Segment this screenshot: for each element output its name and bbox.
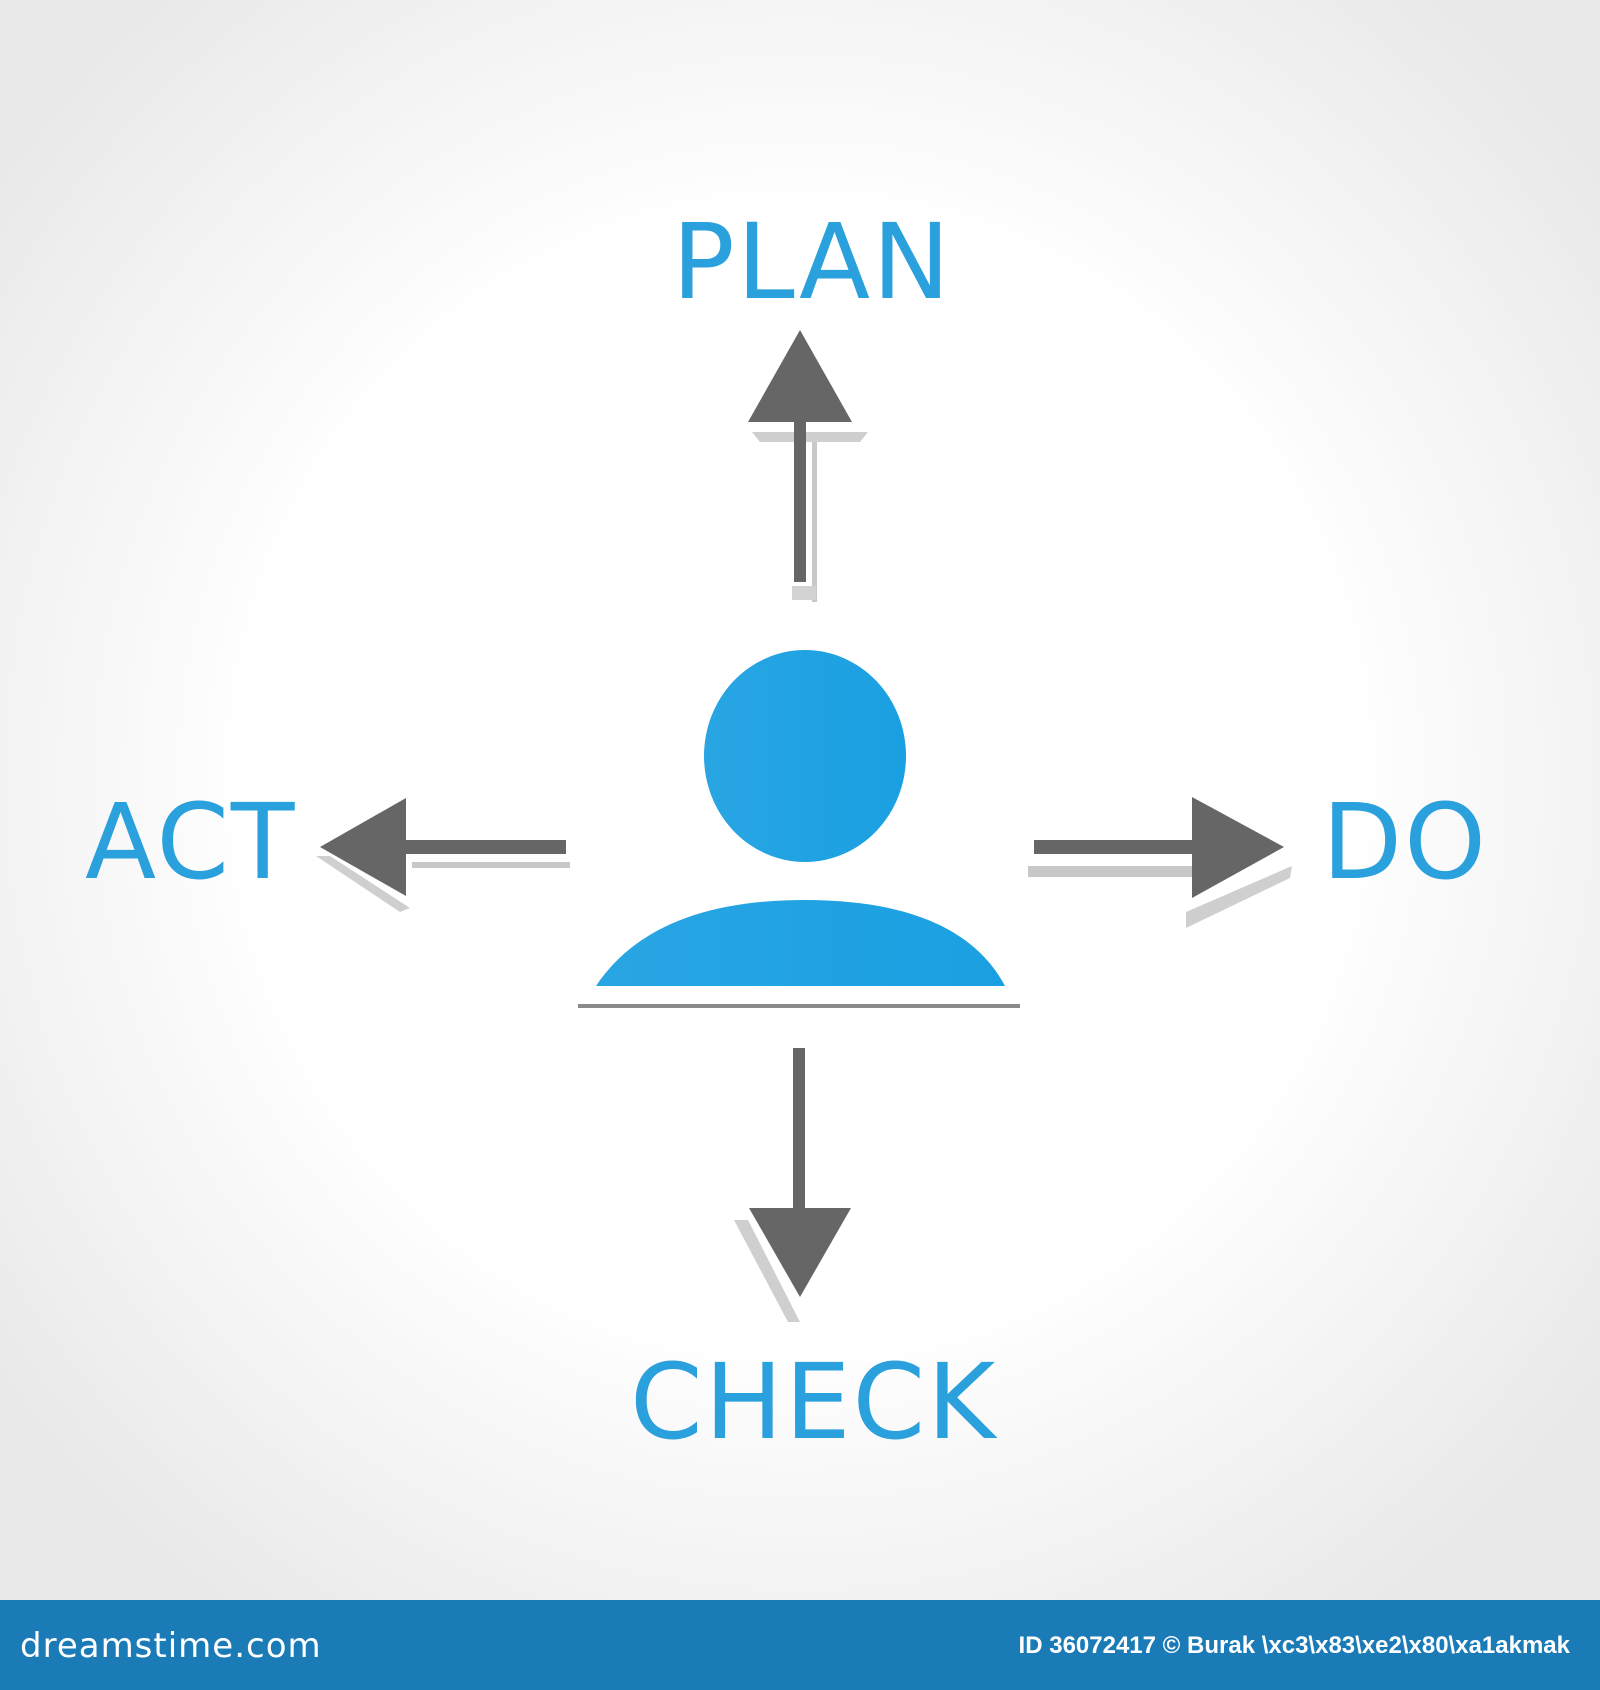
arrow-up-icon	[748, 330, 868, 602]
brand-logo-text[interactable]: dreamstime.com	[20, 1626, 322, 1666]
person-icon	[578, 650, 1020, 1008]
arrow-left-head-shadow	[316, 856, 410, 912]
arrow-up-shaft	[794, 420, 806, 582]
pdca-diagram: PLAN DO CHECK ACT	[85, 201, 1488, 1463]
image-credit: ID 36072417 © Burak \xc3\x83\xe2\x80\xa1…	[1018, 1632, 1570, 1659]
arrow-left-shadow	[412, 862, 570, 868]
person-head	[704, 650, 906, 862]
arrow-down-shaft	[793, 1048, 805, 1222]
arrow-down-head	[749, 1208, 851, 1297]
arrow-right-shaft	[1034, 840, 1204, 854]
arrow-right-icon	[1028, 797, 1292, 928]
label-act: ACT	[85, 781, 297, 903]
label-do: DO	[1322, 781, 1488, 903]
label-check: CHECK	[630, 1341, 998, 1463]
arrow-right-head-shadow	[1186, 866, 1292, 928]
arrow-down-head-shadow	[734, 1220, 800, 1322]
arrow-up-head	[748, 330, 852, 422]
arrow-left-shaft	[400, 840, 566, 854]
arrow-left-head	[320, 798, 406, 896]
arrow-right-head	[1192, 797, 1284, 898]
arrow-up-shadow	[812, 434, 817, 602]
arrow-right-shadow	[1028, 866, 1200, 877]
footer-bar: dreamstime.com ID 36072417 © Burak \xc3\…	[0, 1600, 1600, 1690]
arrow-up-head-shadow	[752, 432, 868, 442]
arrow-up-shadow-base	[792, 586, 816, 600]
label-plan: PLAN	[672, 201, 952, 323]
arrow-left-icon	[316, 798, 570, 912]
diagram-graphics	[316, 330, 1292, 1322]
arrow-down-icon	[734, 1048, 851, 1322]
person-body	[596, 900, 1005, 986]
